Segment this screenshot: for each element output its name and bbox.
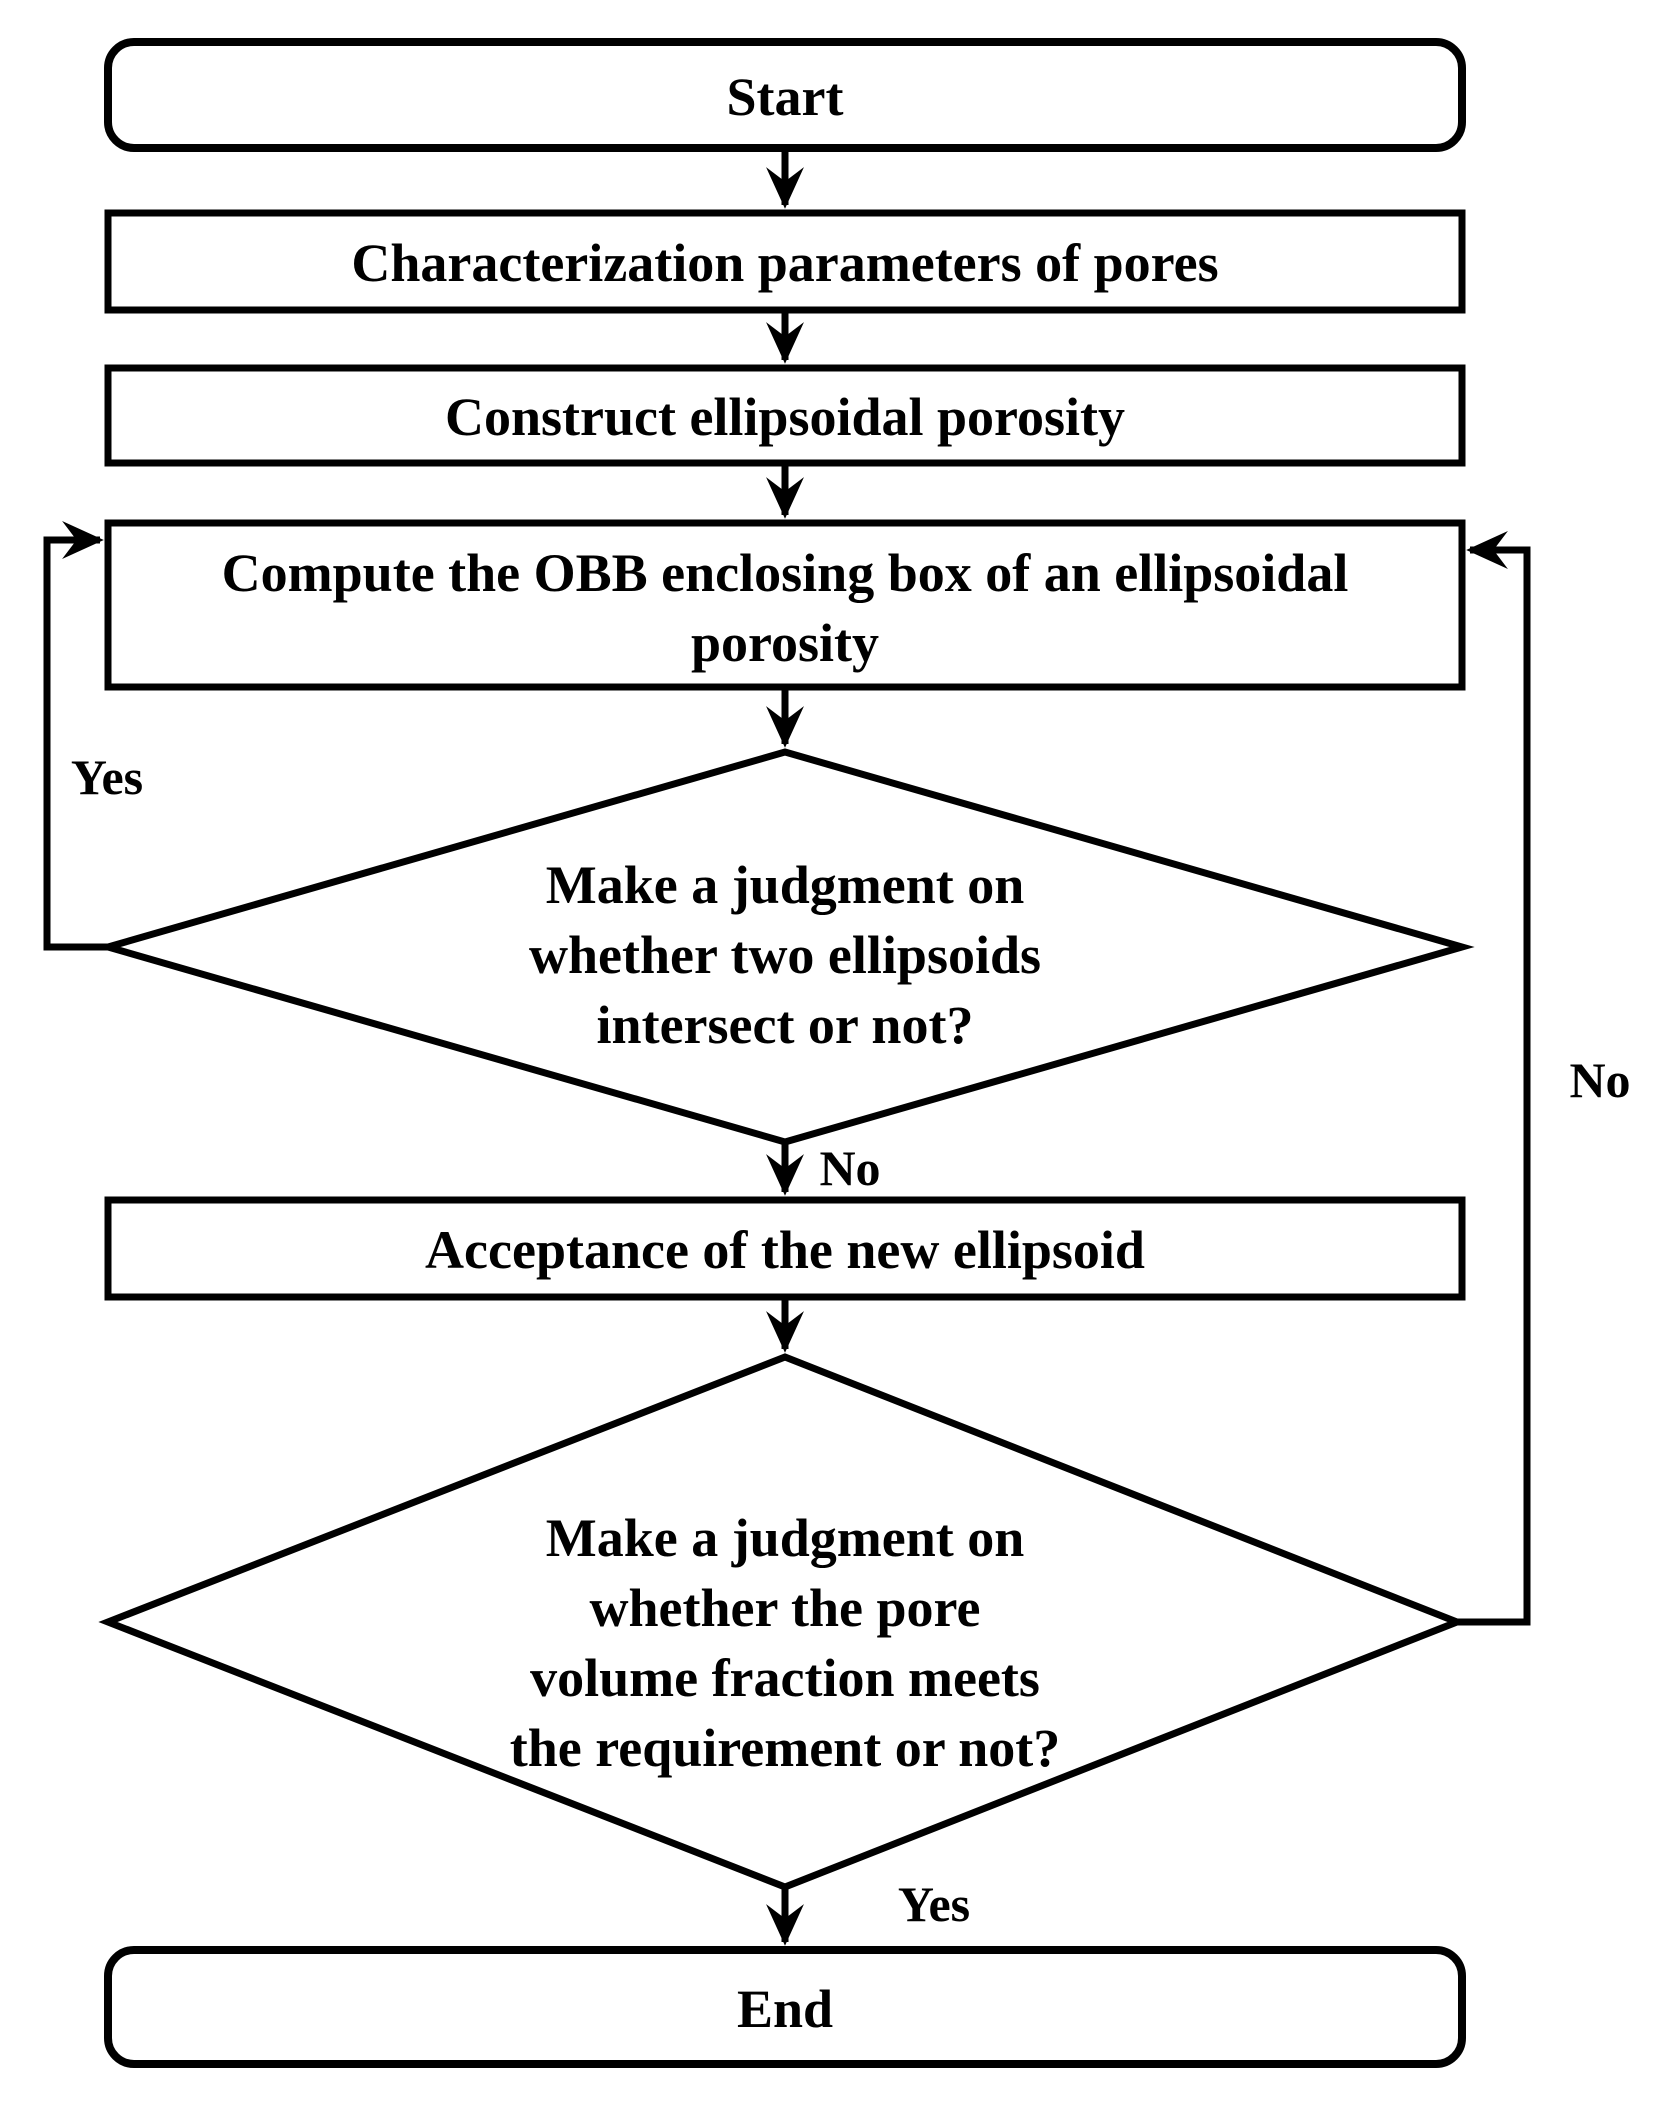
volume-decision-line-3: volume fraction meets [530, 1648, 1040, 1708]
volume-decision-line-1: Make a judgment on [546, 1508, 1025, 1568]
intersect-decision-node [95, 748, 1475, 1146]
end-label: End [737, 1979, 833, 2039]
volume-yes-label: Yes [898, 1876, 970, 1932]
intersect-decision-line-1: Make a judgment on [546, 855, 1025, 915]
construct-node [104, 364, 1466, 467]
volume-decision-node [98, 1353, 1467, 1891]
edge-volume-no-loop [1457, 531, 1531, 1626]
compute-obb-line-1: Compute the OBB enclosing box of an elli… [222, 543, 1349, 603]
volume-decision-line-4: the requirement or not? [510, 1718, 1060, 1778]
end-node [104, 1946, 1466, 2068]
start-label: Start [727, 67, 844, 127]
characterization-node [104, 209, 1466, 314]
volume-no-label: No [1569, 1052, 1630, 1108]
compute-obb-line-2: porosity [691, 613, 879, 673]
start-node [104, 38, 1466, 152]
characterization-label: Characterization parameters of pores [351, 233, 1218, 293]
compute-obb-node [104, 519, 1466, 691]
intersect-no-label: No [819, 1140, 880, 1196]
intersect-yes-label: Yes [71, 749, 143, 805]
acceptance-label: Acceptance of the new ellipsoid [425, 1220, 1145, 1280]
intersect-decision-line-2: whether two ellipsoids [529, 925, 1041, 985]
volume-decision-line-2: whether the pore [590, 1578, 981, 1638]
construct-label: Construct ellipsoidal porosity [445, 387, 1125, 447]
intersect-decision-line-3: intersect or not? [597, 995, 974, 1055]
acceptance-node [104, 1196, 1466, 1301]
edge-intersect-yes-loop [43, 521, 118, 951]
